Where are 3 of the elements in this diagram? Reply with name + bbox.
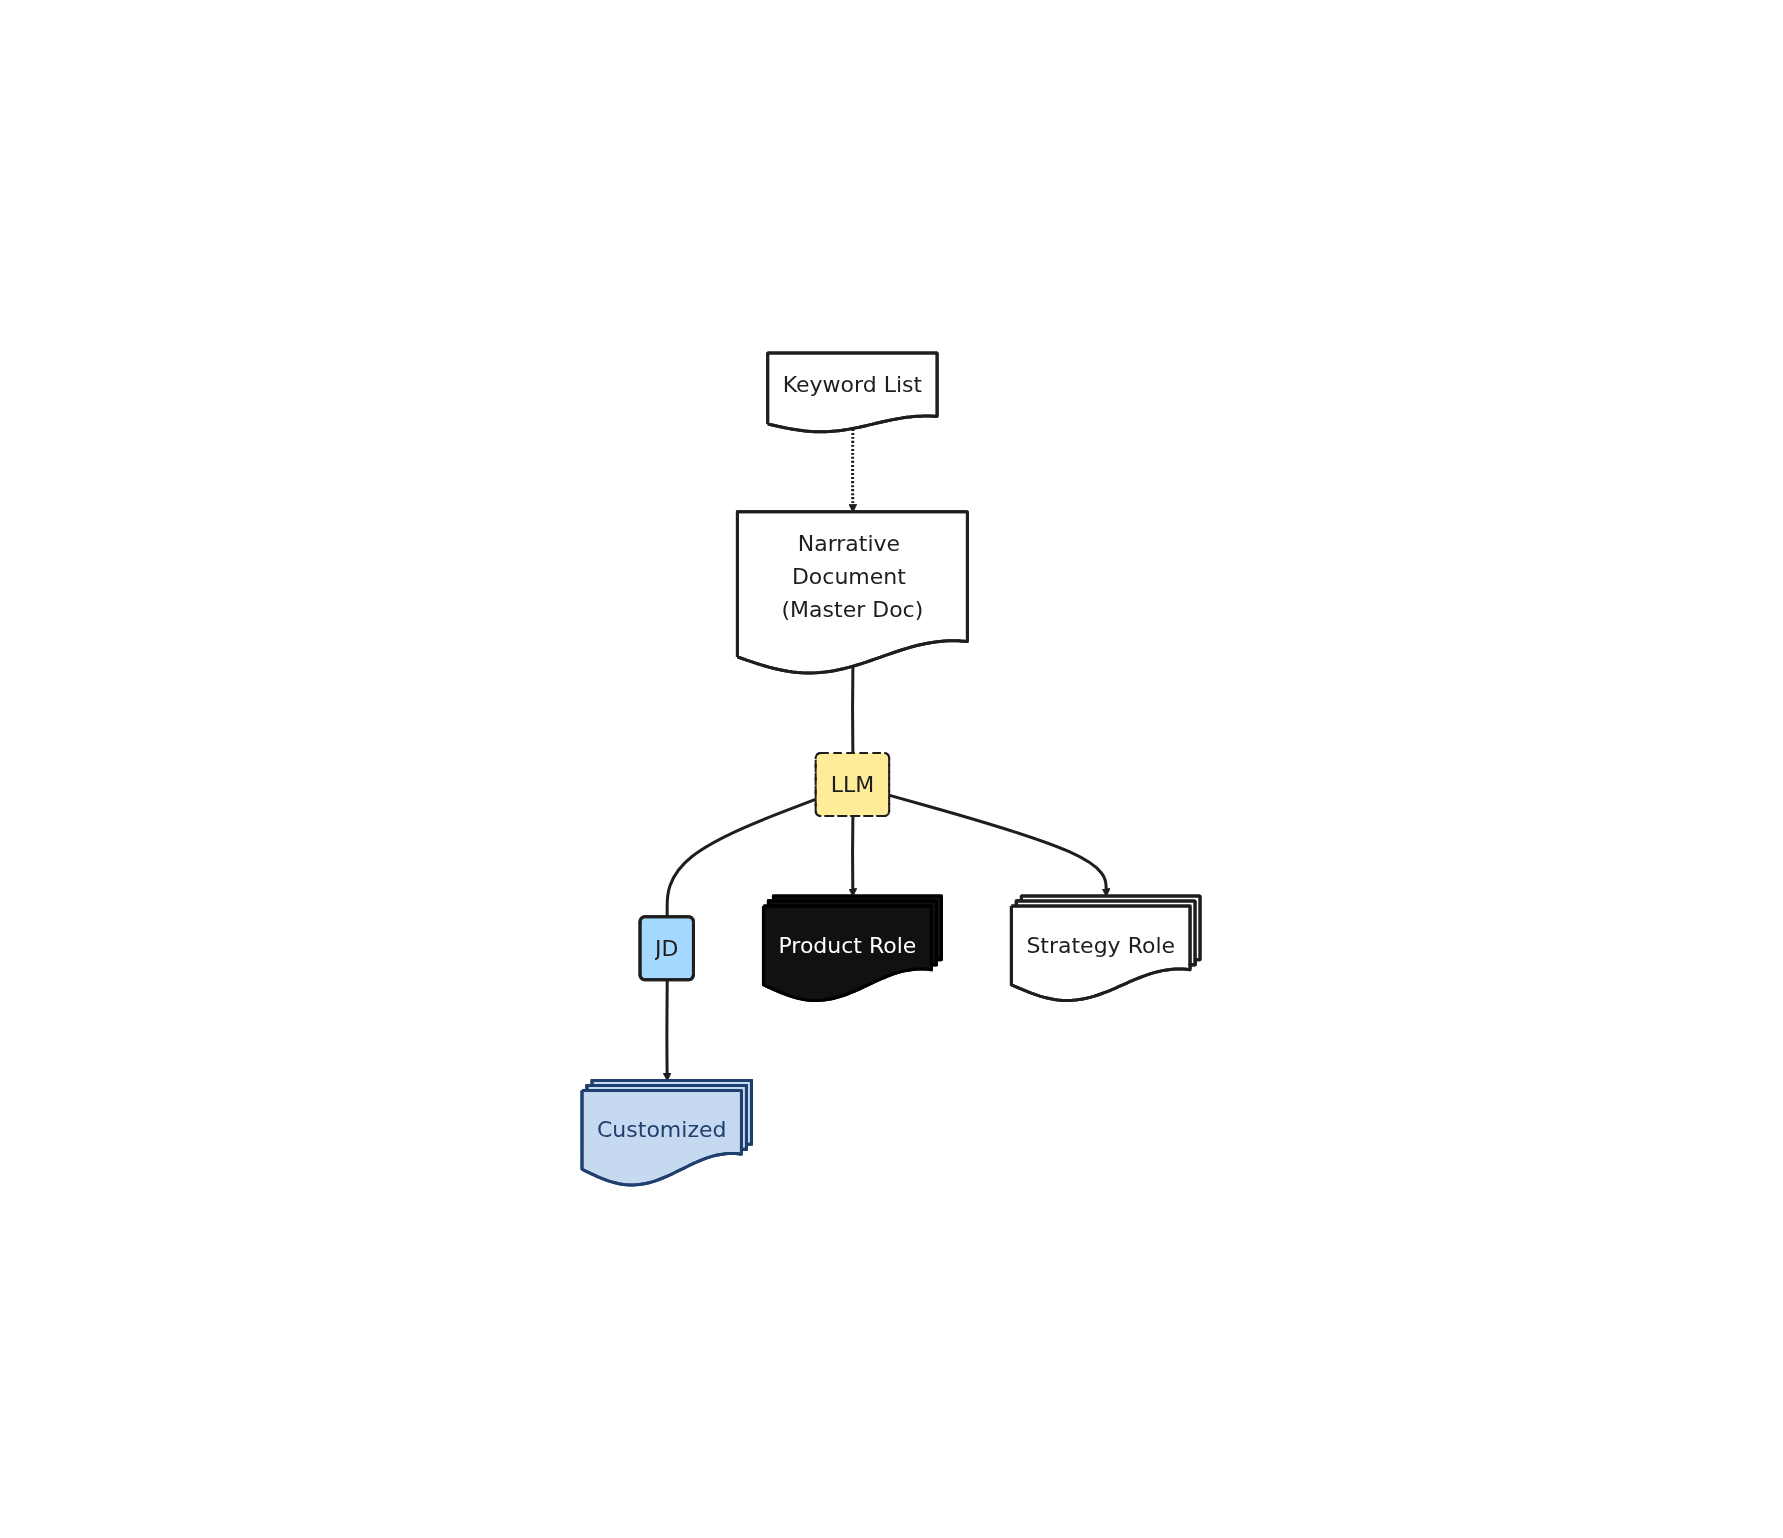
connector [851, 666, 855, 754]
arrow [848, 816, 858, 897]
arrow [889, 793, 1111, 897]
